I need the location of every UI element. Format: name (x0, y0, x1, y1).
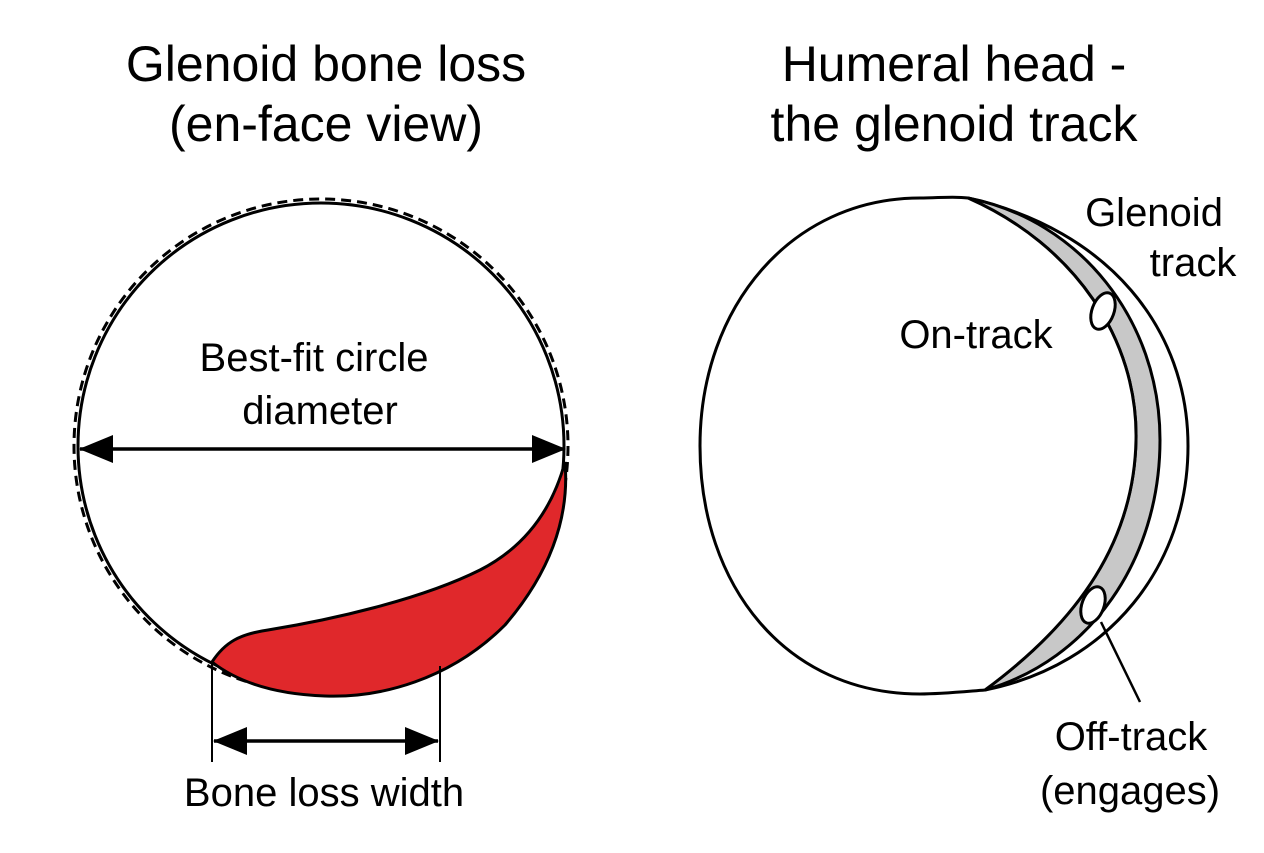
on-track-lesion (1089, 291, 1117, 331)
humeral-head-title-line2: the glenoid track (770, 96, 1138, 152)
humeral-head-circle (698, 195, 1138, 696)
glenoid-bone-loss-title-line1: Glenoid bone loss (125, 36, 527, 92)
humeral-head-title: Humeral head - the glenoid track (624, 34, 1264, 154)
glenoid-bone-loss-title-line2: (en-face view) (169, 96, 483, 152)
glenoid-en-face-view: Best-fit circle diameter Bone loss width (72, 197, 570, 815)
bone-loss-width-label: Bone loss width (184, 771, 464, 815)
diameter-label-line2: diameter (242, 389, 398, 433)
glenoid-bone-loss-title: Glenoid bone loss (en-face view) (0, 34, 652, 154)
glenoid-track-label-line2: track (1150, 241, 1238, 285)
off-track-label-line2: (engages) (1040, 769, 1220, 813)
humeral-head-view: Glenoid track On-track Off-track (engage… (698, 191, 1238, 813)
off-track-label-line1: Off-track (1055, 715, 1209, 759)
diameter-label-line1: Best-fit circle (200, 336, 429, 380)
off-track-lesion (1079, 585, 1107, 625)
bone-loss-region (209, 461, 568, 698)
on-track-label: On-track (899, 313, 1053, 357)
humeral-head-title-line1: Humeral head - (781, 36, 1127, 92)
glenoid-track-label-line1: Glenoid (1085, 191, 1223, 235)
off-track-leader-line (1099, 621, 1142, 703)
